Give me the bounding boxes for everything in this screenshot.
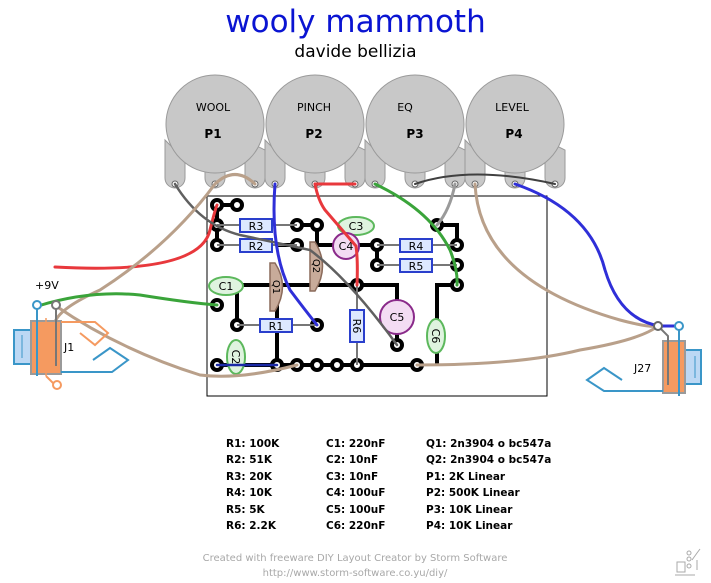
pot-p4[interactable] <box>464 74 566 189</box>
svg-text:C3: C3 <box>349 220 364 233</box>
pot-p3-label: EQ <box>397 101 413 114</box>
jack-j1[interactable] <box>13 300 130 390</box>
pot-p1-label: WOOL <box>196 101 231 114</box>
svg-text:C6: C6 <box>429 329 442 344</box>
project-title: wooly mammoth <box>225 4 486 40</box>
bom-other: Q1: 2n3904 o bc547a Q2: 2n3904 o bc547a … <box>426 436 551 534</box>
svg-text:Q2: Q2 <box>310 259 321 273</box>
bom-p3: P3: 10K Linear <box>426 503 513 516</box>
svg-text:R6: R6 <box>350 319 363 334</box>
wire-green-p3[interactable] <box>373 182 459 287</box>
wire-tan-p4[interactable] <box>473 182 660 328</box>
resistor-r2[interactable]: R2 <box>239 238 273 253</box>
bom-q1: Q1: 2n3904 o bc547a <box>426 438 552 450</box>
wire-tan-j27[interactable] <box>415 324 660 367</box>
footer-credit: Created with freeware DIY Layout Creator… <box>202 553 508 564</box>
bom-r1: R1: 100K <box>226 438 280 450</box>
bom-r5: R5: 5K <box>226 503 265 516</box>
wire-red-power[interactable] <box>53 203 219 270</box>
jack-j27[interactable] <box>585 321 702 396</box>
bom-q2: Q2: 2n3904 o bc547a <box>426 454 552 467</box>
pot-p4-label: LEVEL <box>495 101 530 114</box>
svg-text:R5: R5 <box>409 260 424 273</box>
bom-r4: R4: 10K <box>226 487 272 500</box>
footer: Created with freeware DIY Layout Creator… <box>190 551 520 581</box>
resistor-r1[interactable]: R1 <box>259 318 293 333</box>
pot-p1-id: P1 <box>204 127 221 141</box>
resistor-r3[interactable]: R3 <box>239 218 273 233</box>
transistor-q2[interactable]: Q2 <box>309 241 324 292</box>
bom-c5: C5: 100uF <box>326 503 386 516</box>
svg-text:R4: R4 <box>409 240 424 253</box>
wire-black-p3-p4[interactable] <box>414 173 556 185</box>
bom-p1: P1: 2K Linear <box>426 470 506 483</box>
jack-j27-label: J27 <box>633 362 651 375</box>
bom-r2: R2: 51K <box>226 454 272 467</box>
wire-blue-p2[interactable] <box>272 182 319 327</box>
wires <box>36 173 680 378</box>
bom-r3: R3: 20K <box>226 470 272 483</box>
wire-gray-p3[interactable] <box>435 182 457 227</box>
transistor-q1[interactable]: Q1 <box>269 262 284 312</box>
pot-p4-id: P4 <box>505 127 522 141</box>
bom-r6: R6: 2.2K <box>226 520 276 533</box>
jack-j1-label: J1 <box>63 341 74 354</box>
wire-tan-j1[interactable] <box>54 304 299 378</box>
board-outline <box>206 195 548 397</box>
bom-c3: C3: 10nF <box>326 470 379 483</box>
svg-text:R2: R2 <box>249 240 264 253</box>
wire-red-p2[interactable] <box>313 182 359 287</box>
svg-text:R3: R3 <box>249 220 264 233</box>
bom-c1: C1: 220nF <box>326 438 386 450</box>
pot-p2-id: P2 <box>305 127 322 141</box>
bom-c6: C6: 220nF <box>326 520 386 533</box>
bom-c2: C2: 10nF <box>326 454 379 467</box>
svg-text:C1: C1 <box>219 280 234 293</box>
pot-p3-id: P3 <box>406 127 423 141</box>
svg-text:C5: C5 <box>390 311 405 324</box>
svg-text:R1: R1 <box>269 320 284 333</box>
cap-c2[interactable]: C2 <box>226 339 246 375</box>
svg-text:C2: C2 <box>229 350 242 365</box>
cap-c5[interactable]: C5 <box>379 299 415 335</box>
svg-text:C4: C4 <box>339 240 354 253</box>
cap-c4[interactable]: C4 <box>332 232 360 260</box>
bom-p2: P2: 500K Linear <box>426 487 520 500</box>
pot-p2-label: PINCH <box>297 101 331 114</box>
diy-logo-icon <box>675 548 701 576</box>
cap-c6[interactable]: C6 <box>426 318 446 354</box>
wire-tan-p1-link[interactable] <box>213 173 257 186</box>
bom-resistors: R1: 100K R2: 51K R3: 20K R4: 10K R5: 5K … <box>226 436 279 534</box>
resistor-r6[interactable]: R6 <box>349 309 365 343</box>
bom-c4: C4: 100uF <box>326 487 386 500</box>
svg-text:Q1: Q1 <box>270 280 281 294</box>
resistor-r4[interactable]: R4 <box>399 238 433 253</box>
bom-p4: P4: 10K Linear <box>426 520 513 533</box>
footer-url[interactable]: http://www.storm-software.co.yu/diy/ <box>262 568 448 579</box>
power-label: +9V <box>35 279 59 292</box>
pot-p3[interactable] <box>364 74 466 189</box>
wire-blue-p4[interactable] <box>513 182 680 328</box>
cap-c1[interactable]: C1 <box>208 276 244 296</box>
resistor-r5[interactable]: R5 <box>399 258 433 273</box>
project-author: davide bellizia <box>294 42 417 62</box>
pot-p2[interactable] <box>264 74 366 189</box>
wire-green-9v[interactable] <box>36 292 219 308</box>
bom-capacitors: C1: 220nF C2: 10nF C3: 10nF C4: 100uF C5… <box>326 436 385 534</box>
